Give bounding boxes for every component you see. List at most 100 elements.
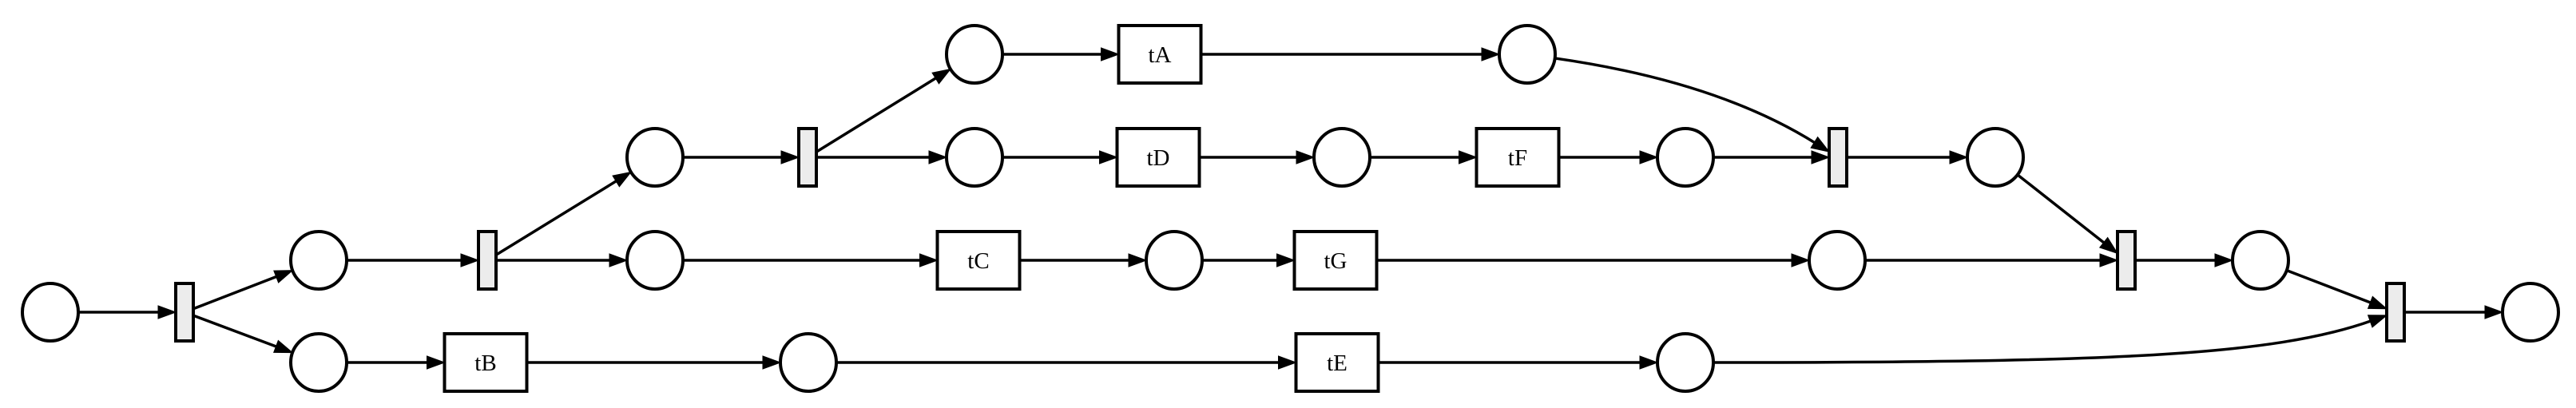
arc-p12-s5	[1865, 253, 2119, 267]
place	[1498, 24, 1557, 85]
silent-transition	[2385, 282, 2406, 343]
transition-label: tC	[967, 248, 989, 274]
arc-p15-s6	[2286, 268, 2388, 310]
place	[1656, 332, 1715, 393]
place	[1808, 230, 1867, 291]
transition-box	[443, 332, 529, 393]
arc-p14-s5	[2016, 173, 2119, 255]
arc-s1-p1	[193, 270, 294, 311]
arc-tG-p12	[1376, 253, 1811, 267]
arc-p11-s4	[1713, 150, 1831, 164]
arc-p13-s6	[1713, 315, 2388, 364]
arc-line	[495, 179, 618, 256]
place	[945, 24, 1004, 85]
silent-transition	[797, 127, 818, 188]
arrowhead-icon	[1639, 150, 1659, 164]
arc-s1-p2	[193, 314, 294, 354]
transition-label: tA	[1149, 42, 1172, 68]
arc-line	[2016, 173, 2106, 245]
nodes-layer: tB tC tA tD tG tE tF	[21, 24, 2560, 393]
place	[289, 230, 348, 291]
transition-tA: tA	[1117, 24, 1203, 85]
arrowhead-icon	[612, 171, 633, 188]
place	[1656, 127, 1715, 188]
transition-tC: tC	[935, 230, 1022, 291]
arc-line	[2286, 268, 2372, 305]
transition-box	[1475, 127, 1561, 188]
arrowhead-icon	[1949, 150, 1969, 164]
transition-box	[1294, 332, 1380, 393]
arrowhead-icon	[931, 68, 952, 85]
arrowhead-icon	[2214, 253, 2234, 267]
arrowhead-icon	[157, 305, 177, 319]
silent-transition	[477, 230, 498, 291]
arrowhead-icon	[762, 355, 782, 370]
transition-tG: tG	[1292, 230, 1379, 291]
place	[289, 332, 348, 393]
place	[625, 127, 685, 188]
arc-s3-p6	[816, 150, 948, 164]
arc-tC-p7	[1019, 253, 1148, 267]
transition-label: tG	[1324, 248, 1348, 274]
arc-p2-tB	[347, 355, 446, 370]
arc-line	[1554, 57, 1817, 145]
arc-tD-p9	[1199, 150, 1316, 164]
place	[945, 127, 1004, 188]
arrowhead-icon	[1811, 150, 1831, 164]
arrowhead-icon	[2098, 236, 2119, 255]
arrowhead-icon	[2367, 295, 2388, 310]
place	[1145, 230, 1204, 291]
arc-p9-tF	[1370, 150, 1478, 164]
place-start	[21, 282, 80, 343]
arrowhead-icon	[2099, 253, 2119, 267]
transition-label: tD	[1147, 145, 1170, 171]
arc-p7-tG	[1202, 253, 1296, 267]
arrowhead-icon	[273, 270, 294, 283]
transition-label: tB	[474, 351, 496, 376]
transition-box	[1115, 127, 1201, 188]
place	[2231, 230, 2290, 291]
transition-tF: tF	[1475, 127, 1561, 188]
transition-box	[935, 230, 1022, 291]
arrowhead-icon	[272, 339, 294, 354]
arrowhead-icon	[1459, 150, 1478, 164]
arrowhead-icon	[1276, 253, 1296, 267]
arc-p3-s3	[683, 150, 800, 164]
arc-tA-p10	[1201, 47, 1501, 61]
arc-tE-p13	[1378, 355, 1659, 370]
arc-p10-s4	[1554, 57, 1831, 153]
transition-tB: tB	[443, 332, 529, 393]
arc-tB-p8	[526, 355, 782, 370]
silent-transition	[2116, 230, 2137, 291]
arc-p5-tA	[1002, 47, 1120, 61]
arc-p8-tE	[836, 355, 1297, 370]
arrowhead-icon	[2367, 315, 2388, 328]
silent-transition	[1828, 127, 1848, 188]
arc-tF-p11	[1558, 150, 1659, 164]
transition-label: tF	[1508, 145, 1527, 171]
arc-p1-s2	[347, 253, 480, 267]
arrowhead-icon	[1101, 47, 1120, 61]
arrowhead-icon	[1481, 47, 1501, 61]
transition-tD: tD	[1115, 127, 1201, 188]
silent-transition	[174, 282, 195, 343]
arrowhead-icon	[1296, 150, 1316, 164]
arc-p4-tC	[683, 253, 939, 267]
transition-label: tE	[1327, 351, 1348, 376]
arc-line	[1713, 319, 2372, 364]
arrowhead-icon	[427, 355, 446, 370]
arcs-layer	[78, 47, 2504, 370]
transition-box	[1117, 24, 1203, 85]
arrowhead-icon	[1278, 355, 1297, 370]
arc-line	[193, 275, 279, 311]
arc-p6-tD	[1002, 150, 1118, 164]
arc-line	[193, 314, 279, 349]
place-end	[2501, 282, 2560, 343]
arc-s5-p15	[2135, 253, 2234, 267]
arc-s2-p4	[496, 253, 629, 267]
arc-line	[816, 76, 938, 153]
arc-s6-p_end	[2404, 305, 2504, 319]
place	[625, 230, 685, 291]
